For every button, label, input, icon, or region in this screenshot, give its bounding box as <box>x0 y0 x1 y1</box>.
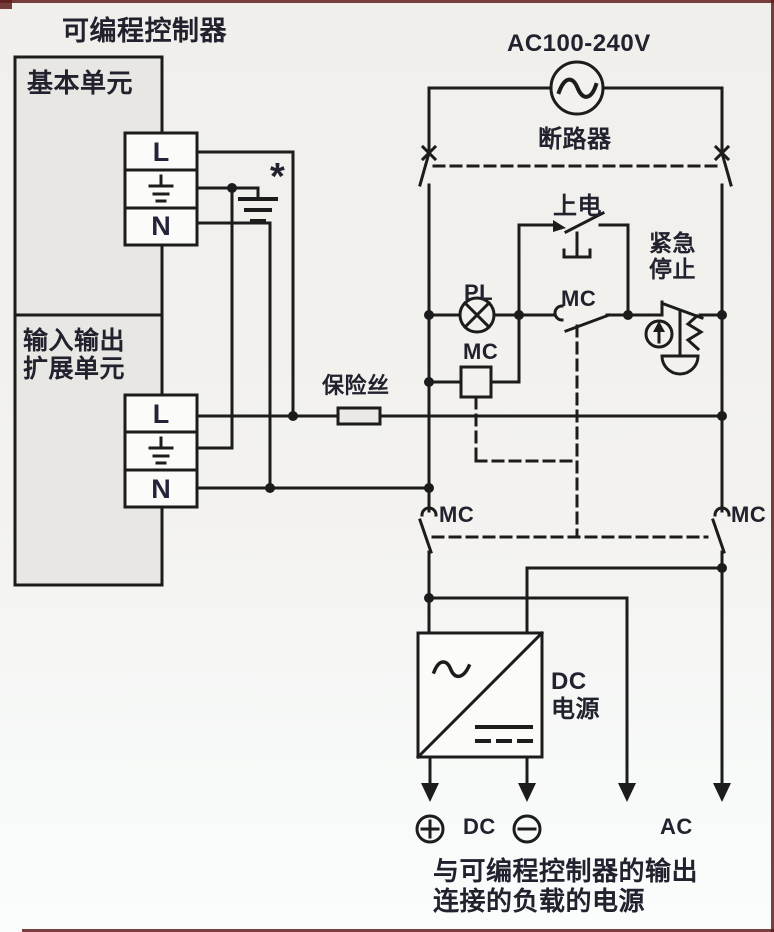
fuse-label: 保险丝 <box>322 373 390 398</box>
frame-top-edge <box>0 0 774 3</box>
terminal-block-expansion <box>123 393 199 509</box>
dc-supply-label-line1: DC <box>551 668 587 695</box>
junction-dots <box>227 183 727 603</box>
breaker-switch-icon <box>418 86 733 187</box>
minus-circle-icon <box>512 814 542 844</box>
contactor-label-top: MC <box>561 286 597 311</box>
emergency-stop-mushroom-icon <box>626 300 724 376</box>
expansion-unit-label-line2: 扩展单元 <box>23 355 126 383</box>
plus-circle-icon <box>415 814 445 844</box>
earth-terminal-icon <box>148 174 174 203</box>
mechanical-linkage <box>431 324 709 539</box>
plc-supply-wiring <box>195 150 724 490</box>
terminal-live-basic: L <box>152 137 170 167</box>
fuse-icon <box>336 406 382 426</box>
terminal-neutral-expansion: N <box>151 474 171 504</box>
page-title: 可编程控制器 <box>62 16 227 46</box>
terminal-live-expansion: L <box>152 399 170 429</box>
voltage-label: AC100-240V <box>507 30 651 57</box>
ac-source-icon <box>427 60 724 116</box>
load-feed-wiring <box>427 566 724 788</box>
power-on-label: 上电 <box>553 193 602 220</box>
expansion-unit-label-line1: 输入输出 <box>23 327 126 355</box>
contactor-label-bottom-left: MC <box>439 502 475 527</box>
caption-line1: 与可编程控制器的输出 <box>433 856 699 886</box>
breaker-label: 断路器 <box>538 126 612 153</box>
pilot-lamp-icon <box>427 296 555 334</box>
contactor-contact-icon <box>711 506 731 788</box>
emergency-stop-label-line1: 紧急 <box>649 230 696 256</box>
contactor-contact-icon <box>418 506 438 635</box>
pilot-lamp-label: PL <box>464 280 494 305</box>
frame-corner-mark <box>0 0 12 9</box>
earth-terminal-icon <box>148 436 174 465</box>
contactor-coil-icon <box>427 365 521 399</box>
terminal-block-basic <box>123 131 199 247</box>
earth-asterisk: * <box>270 156 286 198</box>
emergency-stop-label-line2: 停止 <box>649 256 696 282</box>
contactor-label-bottom-right: MC <box>731 502 767 527</box>
frame-bottom-edge <box>22 929 774 932</box>
contactor-coil-label: MC <box>463 339 499 364</box>
output-dc-label: DC <box>463 814 496 839</box>
dc-power-supply-icon <box>415 630 545 788</box>
dc-supply-label-line2: 电源 <box>551 696 600 723</box>
down-arrow-icon <box>421 783 731 802</box>
basic-unit-label: 基本单元 <box>27 68 134 98</box>
earth-ground-icon <box>238 186 278 223</box>
output-ac-label: AC <box>660 814 693 839</box>
frame-right-edge <box>771 0 774 932</box>
terminal-neutral-basic: N <box>151 211 171 241</box>
caption-line2: 连接的负载的电源 <box>433 886 646 916</box>
power-on-pushbutton-icon <box>517 210 630 384</box>
